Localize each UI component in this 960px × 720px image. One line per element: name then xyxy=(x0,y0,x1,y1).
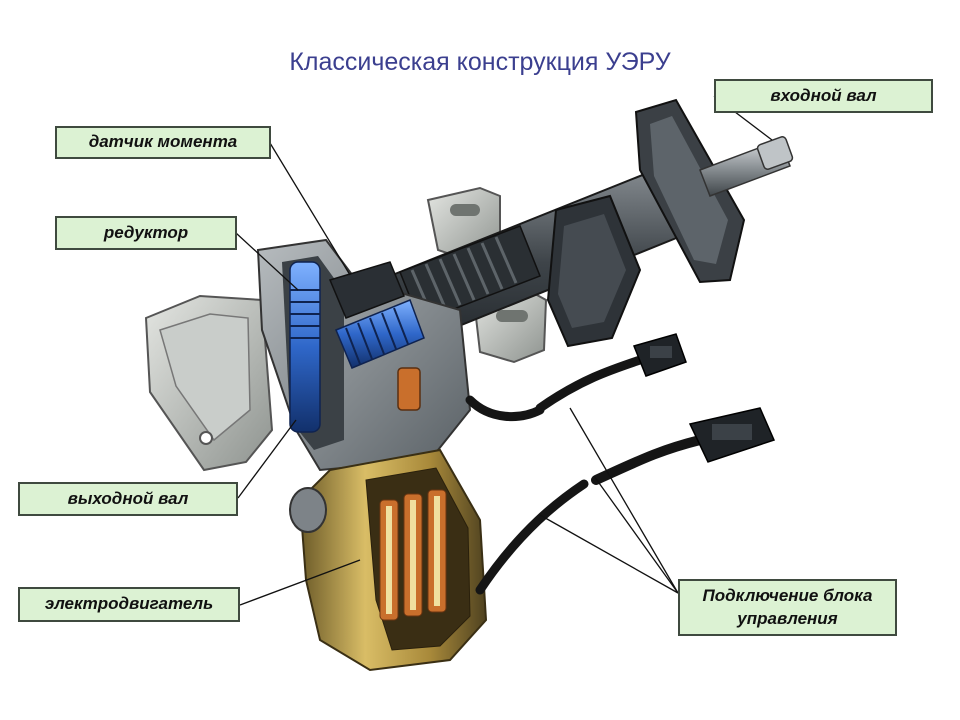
label-torque-sensor: датчик момента xyxy=(55,126,271,159)
label-input-shaft: входной вал xyxy=(714,79,933,113)
label-output-shaft: выходной вал xyxy=(18,482,238,516)
label-control-unit-connection: Подключение блока управления xyxy=(678,579,897,636)
mounting-bracket-rear xyxy=(146,296,272,470)
input-shaft-head xyxy=(636,100,794,282)
label-reducer: редуктор xyxy=(55,216,237,250)
control-unit-cables xyxy=(470,360,700,590)
connector-plug-1 xyxy=(634,334,686,376)
label-electric-motor: электродвигатель xyxy=(18,587,240,622)
electric-motor xyxy=(290,450,486,670)
connector-plug-2 xyxy=(690,408,774,462)
label-control-unit-line1: Подключение блока xyxy=(703,585,873,607)
label-control-unit-line2: управления xyxy=(737,608,837,630)
